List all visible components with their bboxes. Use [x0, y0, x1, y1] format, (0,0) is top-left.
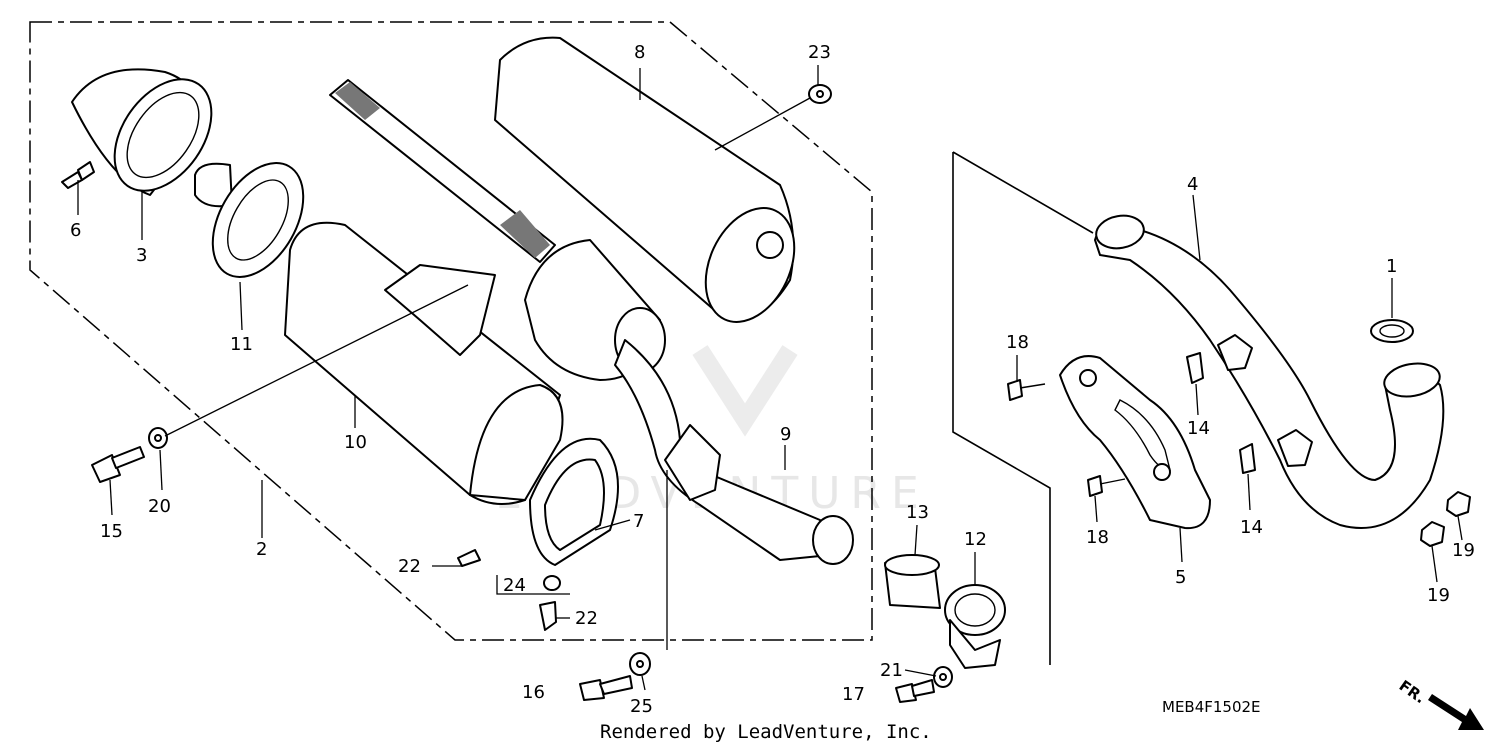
callout-4: 4	[1187, 174, 1198, 195]
callout-22-lower: 22	[575, 608, 598, 629]
callout-9: 9	[780, 424, 791, 445]
callout-21: 21	[880, 660, 903, 681]
connector-pipe-part	[524, 239, 854, 565]
callout-7: 7	[633, 511, 644, 532]
leader-lines	[77, 65, 1463, 691]
callout-6: 6	[70, 220, 81, 241]
callout-2: 2	[256, 539, 267, 560]
rivet-part-6	[61, 161, 95, 189]
callout-23: 23	[808, 42, 831, 63]
callout-14-lower: 14	[1240, 517, 1263, 538]
callout-18-upper: 18	[1006, 332, 1029, 353]
end-cap-part	[71, 68, 213, 196]
callout-3: 3	[136, 245, 147, 266]
callout-24: 24	[503, 575, 526, 596]
callout-1: 1	[1386, 256, 1397, 277]
front-direction-indicator: FR.	[1396, 677, 1484, 730]
callout-19-upper: 19	[1452, 540, 1475, 561]
callout-5: 5	[1175, 567, 1186, 588]
callout-12: 12	[964, 529, 987, 550]
front-direction-label: FR.	[1396, 677, 1429, 708]
callout-25: 25	[630, 696, 653, 717]
callout-8: 8	[634, 42, 645, 63]
front-arrow-icon	[1428, 694, 1484, 730]
callout-18-lower: 18	[1086, 527, 1109, 548]
callout-24-box	[496, 575, 570, 595]
exhaust-pipe-part	[1094, 214, 1445, 529]
callout-13: 13	[906, 502, 929, 523]
silencer-shell-part	[494, 36, 796, 323]
pipe-clamp-part	[944, 584, 1006, 669]
hardware-parts	[91, 84, 1471, 703]
callout-19-lower: 19	[1427, 585, 1450, 606]
heat-guard-part	[1059, 355, 1211, 530]
diagram-code: MEB4F1502E	[1162, 698, 1261, 716]
callout-16: 16	[522, 682, 545, 703]
callout-11: 11	[230, 334, 253, 355]
callout-labels: 8 23 6 3 11 10 20 15 2 9 7 22 24 22 16 2…	[70, 42, 1475, 717]
muffler-group-outline	[29, 21, 873, 641]
callout-20: 20	[148, 496, 171, 517]
callout-10: 10	[344, 432, 367, 453]
rendered-by-footer: Rendered by LeadVenture, Inc.	[600, 721, 932, 743]
pipe-group-outline	[952, 151, 1094, 665]
callout-14-upper: 14	[1187, 418, 1210, 439]
callout-22-upper: 22	[398, 556, 421, 577]
callout-17: 17	[842, 684, 865, 705]
collar-part	[884, 554, 941, 609]
muffler-body-part	[284, 221, 564, 505]
inner-tube-part	[329, 79, 556, 263]
callout-15: 15	[100, 521, 123, 542]
band-clamp-part	[529, 437, 619, 566]
inner-cap-part	[194, 162, 305, 278]
